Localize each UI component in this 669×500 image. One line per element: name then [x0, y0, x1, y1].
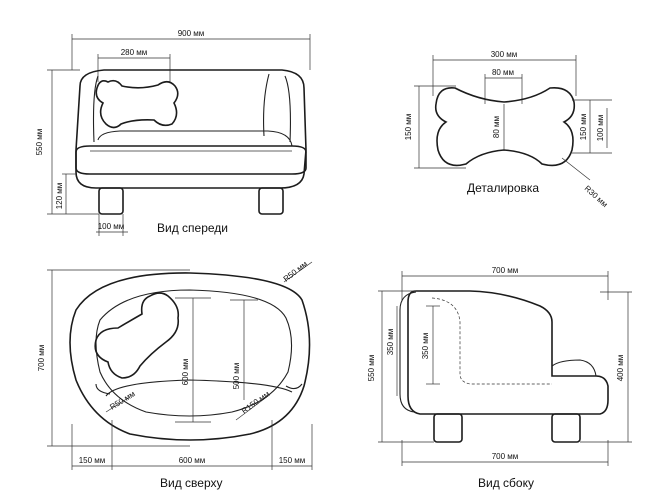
front-pillow-label: 280 мм — [121, 48, 148, 57]
detail-caption: Деталировка — [467, 181, 539, 195]
detail-radius-label: R30 мм — [583, 184, 610, 209]
front-leg-width-label: 100 мм — [98, 222, 125, 231]
side-view-caption: Вид сбоку — [478, 476, 534, 490]
detail-view: 300 мм 80 мм 80 мм 150 мм 150 мм 100 мм … — [404, 50, 612, 209]
side-350b-label: 350 мм — [421, 333, 430, 360]
top-right-150-label: 150 мм — [279, 456, 306, 465]
side-height-label: 550 мм — [367, 355, 376, 382]
detail-neck-height-label: 80 мм — [492, 116, 501, 138]
front-width-label: 900 мм — [178, 29, 205, 38]
top-mid-600-label: 600 мм — [179, 456, 206, 465]
top-r150-label: R150 мм — [240, 389, 271, 415]
side-400-label: 400 мм — [616, 355, 625, 382]
top-inner-600-label: 600 мм — [181, 359, 190, 386]
front-leg-height-label: 120 мм — [55, 183, 64, 210]
top-inner-r50-label: R50 мм — [108, 389, 136, 411]
top-depth-label: 700 мм — [37, 345, 46, 372]
front-view: 900 мм 280 мм 550 мм 120 мм 100 м — [35, 29, 311, 236]
detail-width-label: 300 мм — [491, 50, 518, 59]
detail-end-inner-label: 100 мм — [596, 115, 605, 142]
top-left-150-label: 150 мм — [79, 456, 106, 465]
top-view: R50 мм 700 мм 600 мм 500 мм R50 мм R150 … — [37, 259, 313, 490]
front-height-label: 550 мм — [35, 129, 44, 156]
detail-neck-label: 80 мм — [492, 68, 514, 77]
top-inner-500-label: 500 мм — [232, 363, 241, 390]
top-view-caption: Вид сверху — [160, 476, 223, 490]
detail-end-height-label: 150 мм — [579, 114, 588, 141]
detail-height-label: 150 мм — [404, 114, 413, 141]
side-top-width-label: 700 мм — [492, 266, 519, 275]
side-view: 700 мм 550 мм 350 мм 350 мм 400 мм 700 м — [367, 266, 632, 490]
side-bottom-width-label: 700 мм — [492, 452, 519, 461]
top-outer-radius-label: R50 мм — [282, 259, 310, 283]
front-view-caption: Вид спереди — [157, 221, 228, 235]
side-350a-label: 350 мм — [386, 329, 395, 356]
